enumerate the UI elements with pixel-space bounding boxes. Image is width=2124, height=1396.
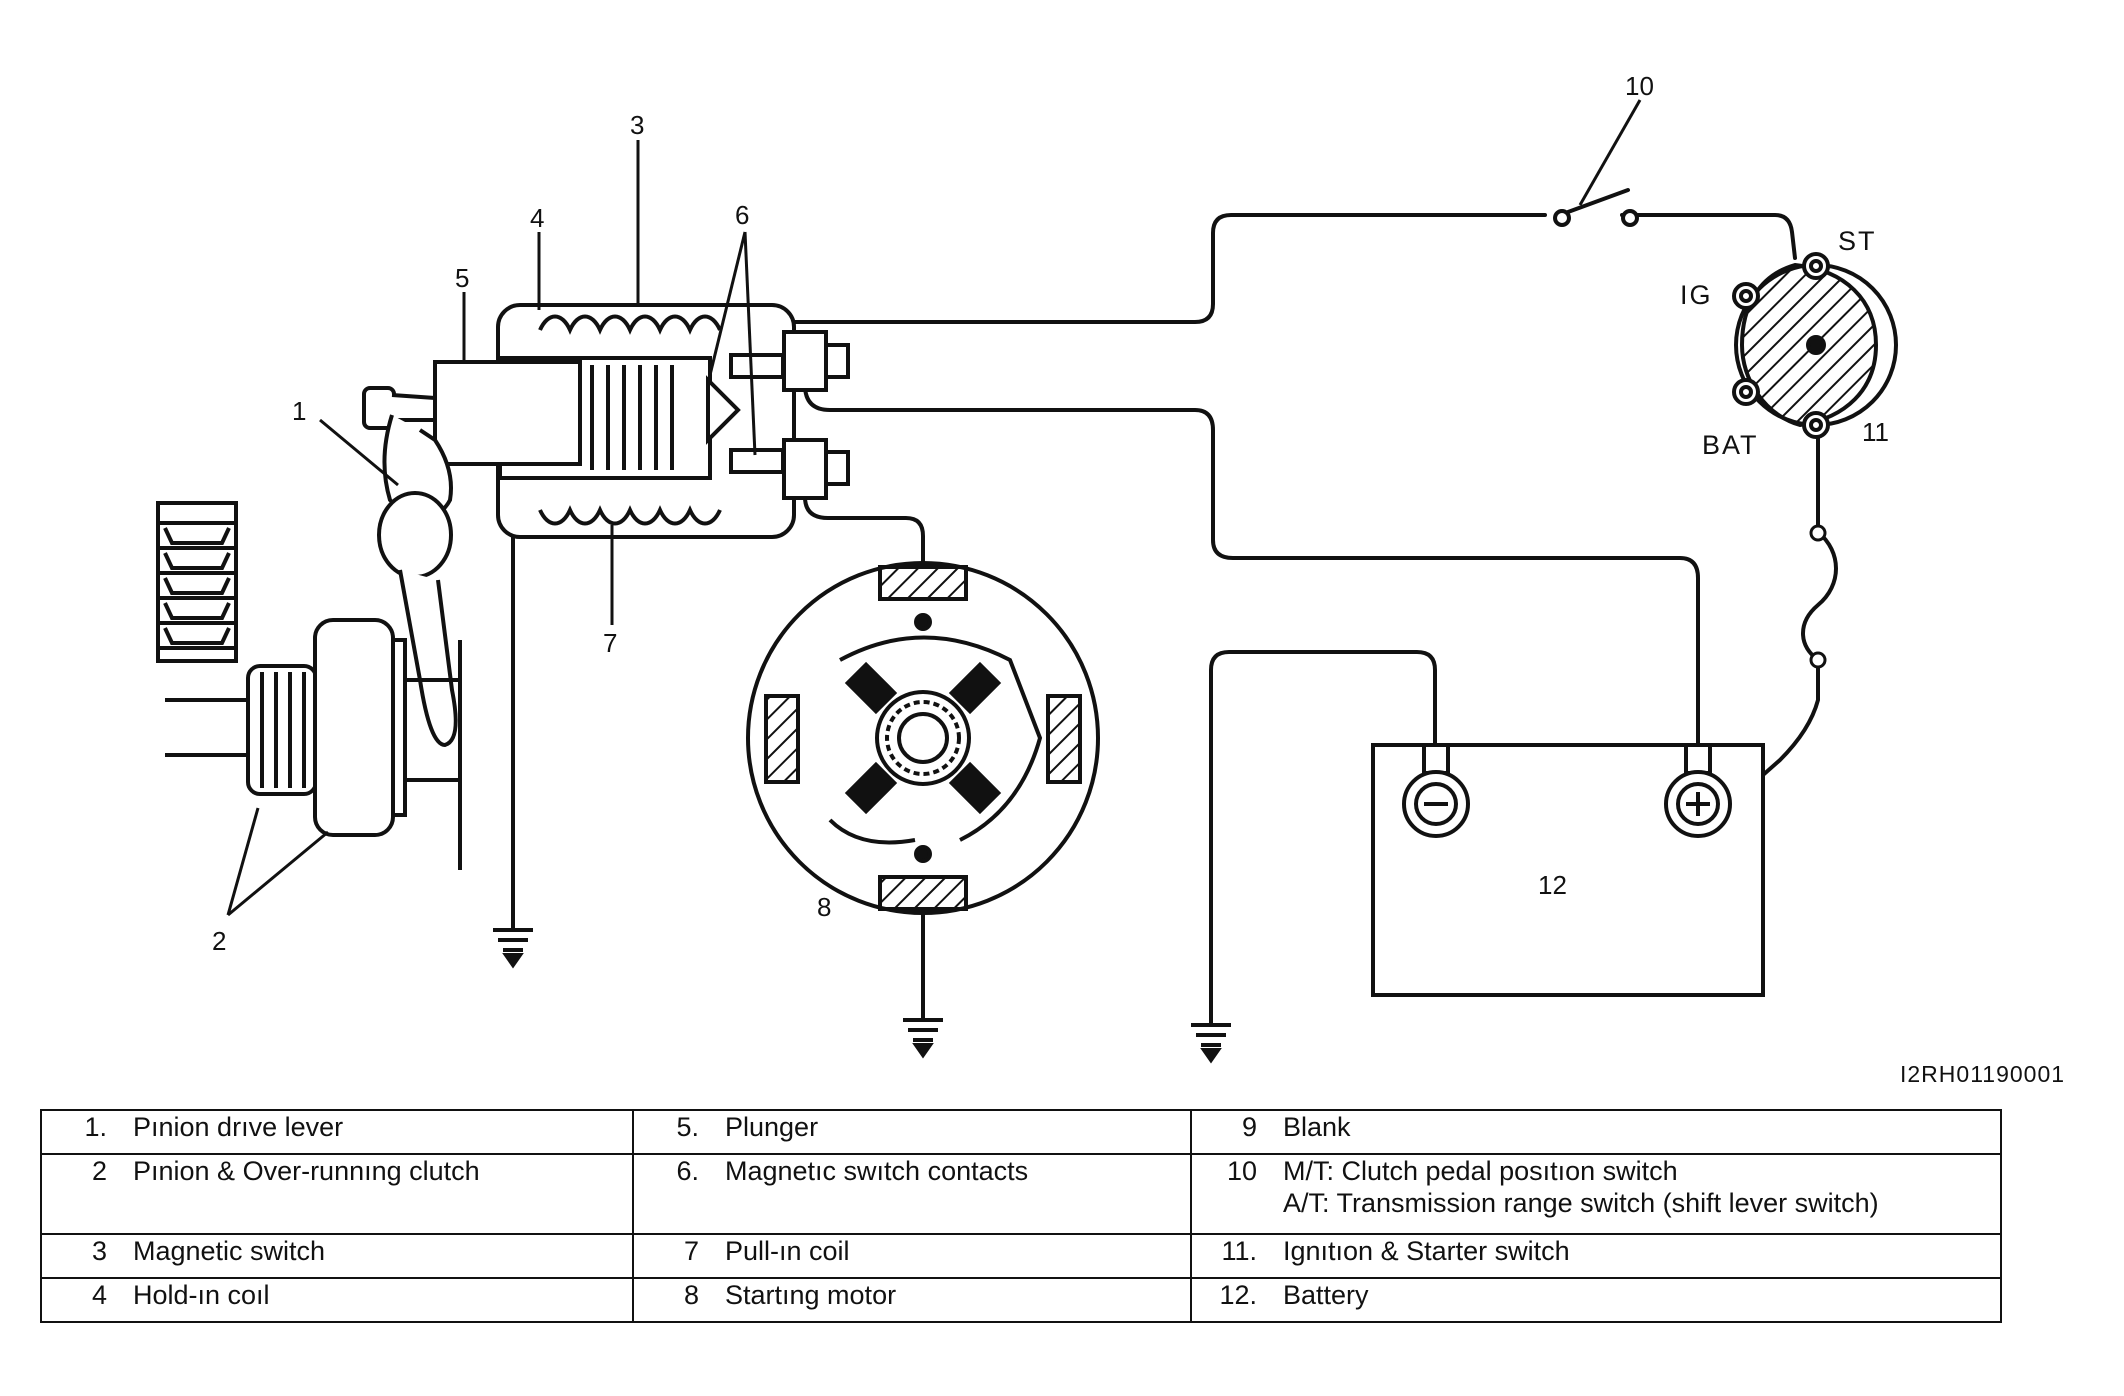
- legend-cell: 2 Pınion & Over-runnıng clutch: [40, 1153, 634, 1235]
- legend-cell: 5. Plunger: [632, 1109, 1192, 1155]
- leader-lines: [226, 99, 1642, 917]
- legend-cell: 7 Pull-ın coil: [632, 1233, 1192, 1279]
- legend-number: 7: [683, 1236, 699, 1266]
- callout-1: 1: [292, 396, 306, 426]
- callout-2: 2: [212, 926, 226, 956]
- battery: [1371, 743, 1765, 997]
- legend-number: 3: [91, 1236, 107, 1266]
- legend-text: Magnetic switch: [133, 1236, 326, 1266]
- callout-10: 10: [1625, 71, 1654, 101]
- magnetic-switch: [433, 303, 850, 539]
- callout-12: 12: [1538, 870, 1567, 900]
- legend-text: Pınion drıve lever: [133, 1112, 344, 1142]
- pinion-overrunning-clutch: [156, 501, 462, 870]
- legend-cell: 9 Blank: [1190, 1109, 2002, 1155]
- switch-labels: ST IG BAT: [1680, 226, 1877, 460]
- legend-cell: 12. Battery: [1190, 1277, 2002, 1323]
- legend-row: 1. Pınion drıve lever 5. Plunger 9 Blank: [40, 1109, 2002, 1155]
- legend-text: Startıng motor: [725, 1280, 897, 1310]
- legend-number: 5.: [676, 1112, 699, 1142]
- callouts: 1 2 3 4 5 6 7 8 10 11 12: [212, 71, 1889, 956]
- legend-cell: 3 Magnetic switch: [40, 1233, 634, 1279]
- legend-cell: 4 Hold-ın coıl: [40, 1277, 634, 1323]
- legend-number: 12.: [1219, 1280, 1257, 1310]
- legend-text: Battery: [1283, 1280, 1369, 1310]
- document-id: I2RH01190001: [1900, 1061, 2066, 1087]
- legend-text: Ignıtıon & Starter switch: [1283, 1236, 1570, 1266]
- callout-3: 3: [630, 110, 644, 140]
- fuse: [1809, 524, 1827, 669]
- legend-number: 6.: [676, 1156, 699, 1186]
- legend-number: 10: [1226, 1156, 1257, 1186]
- legend-number: 9: [1241, 1112, 1257, 1142]
- callout-6: 6: [735, 200, 749, 230]
- legend-text: Pull-ın coil: [725, 1236, 850, 1266]
- legend-row: 2 Pınion & Over-runnıng clutch 6. Magnetıc…: [40, 1153, 2002, 1235]
- legend-number: 1.: [84, 1112, 107, 1142]
- legend-number: 11.: [1221, 1236, 1257, 1266]
- pinion-drive-lever: [362, 386, 458, 748]
- label-ig: IG: [1680, 280, 1713, 310]
- legend-number: 4: [91, 1280, 107, 1310]
- legend-cell: 6. Magnetıc swıtch contacts: [632, 1153, 1192, 1235]
- legend-text: Magnetıc swıtch contacts: [725, 1156, 1029, 1186]
- starter-circuit-diagram: 1 2 3 4 5 6 7 8 10 11 12 ST IG BAT: [156, 71, 1898, 1064]
- callout-5: 5: [455, 263, 469, 293]
- legend-cell: 10 M/T: Clutch pedal posıtıon switch A/T:…: [1190, 1153, 2002, 1235]
- clutch-pedal-switch: [1553, 188, 1639, 227]
- legend-text: M/T: Clutch pedal posıtıon switch A/T: T…: [1283, 1156, 1879, 1218]
- legend-cell: 1. Pınion drıve lever: [40, 1109, 634, 1155]
- ground-symbols: [493, 928, 1231, 1064]
- legend-text: Blank: [1283, 1112, 1351, 1142]
- legend-text: Plunger: [725, 1112, 819, 1142]
- legend-cell: 11. Ignıtıon & Starter switch: [1190, 1233, 2002, 1279]
- label-bat: BAT: [1702, 430, 1759, 460]
- legend-row: 3 Magnetic switch 7 Pull-ın coil 11. Ignıtı…: [40, 1233, 2002, 1279]
- ignition-switch: [1732, 252, 1898, 439]
- legend-cell: 8 Startıng motor: [632, 1277, 1192, 1323]
- legend-number: 2: [91, 1156, 107, 1186]
- legend-number: 8: [683, 1280, 699, 1310]
- legend-text: Pınion & Over-runnıng clutch: [133, 1156, 480, 1186]
- callout-11: 11: [1862, 417, 1889, 447]
- callout-7: 7: [603, 628, 617, 658]
- legend-row: 4 Hold-ın coıl 8 Startıng motor 12. Battery: [40, 1277, 2002, 1323]
- legend-text: Hold-ın coıl: [133, 1280, 270, 1310]
- label-st: ST: [1838, 226, 1877, 256]
- callout-8: 8: [817, 892, 831, 922]
- callout-4: 4: [530, 203, 544, 233]
- starting-motor: [746, 561, 1100, 915]
